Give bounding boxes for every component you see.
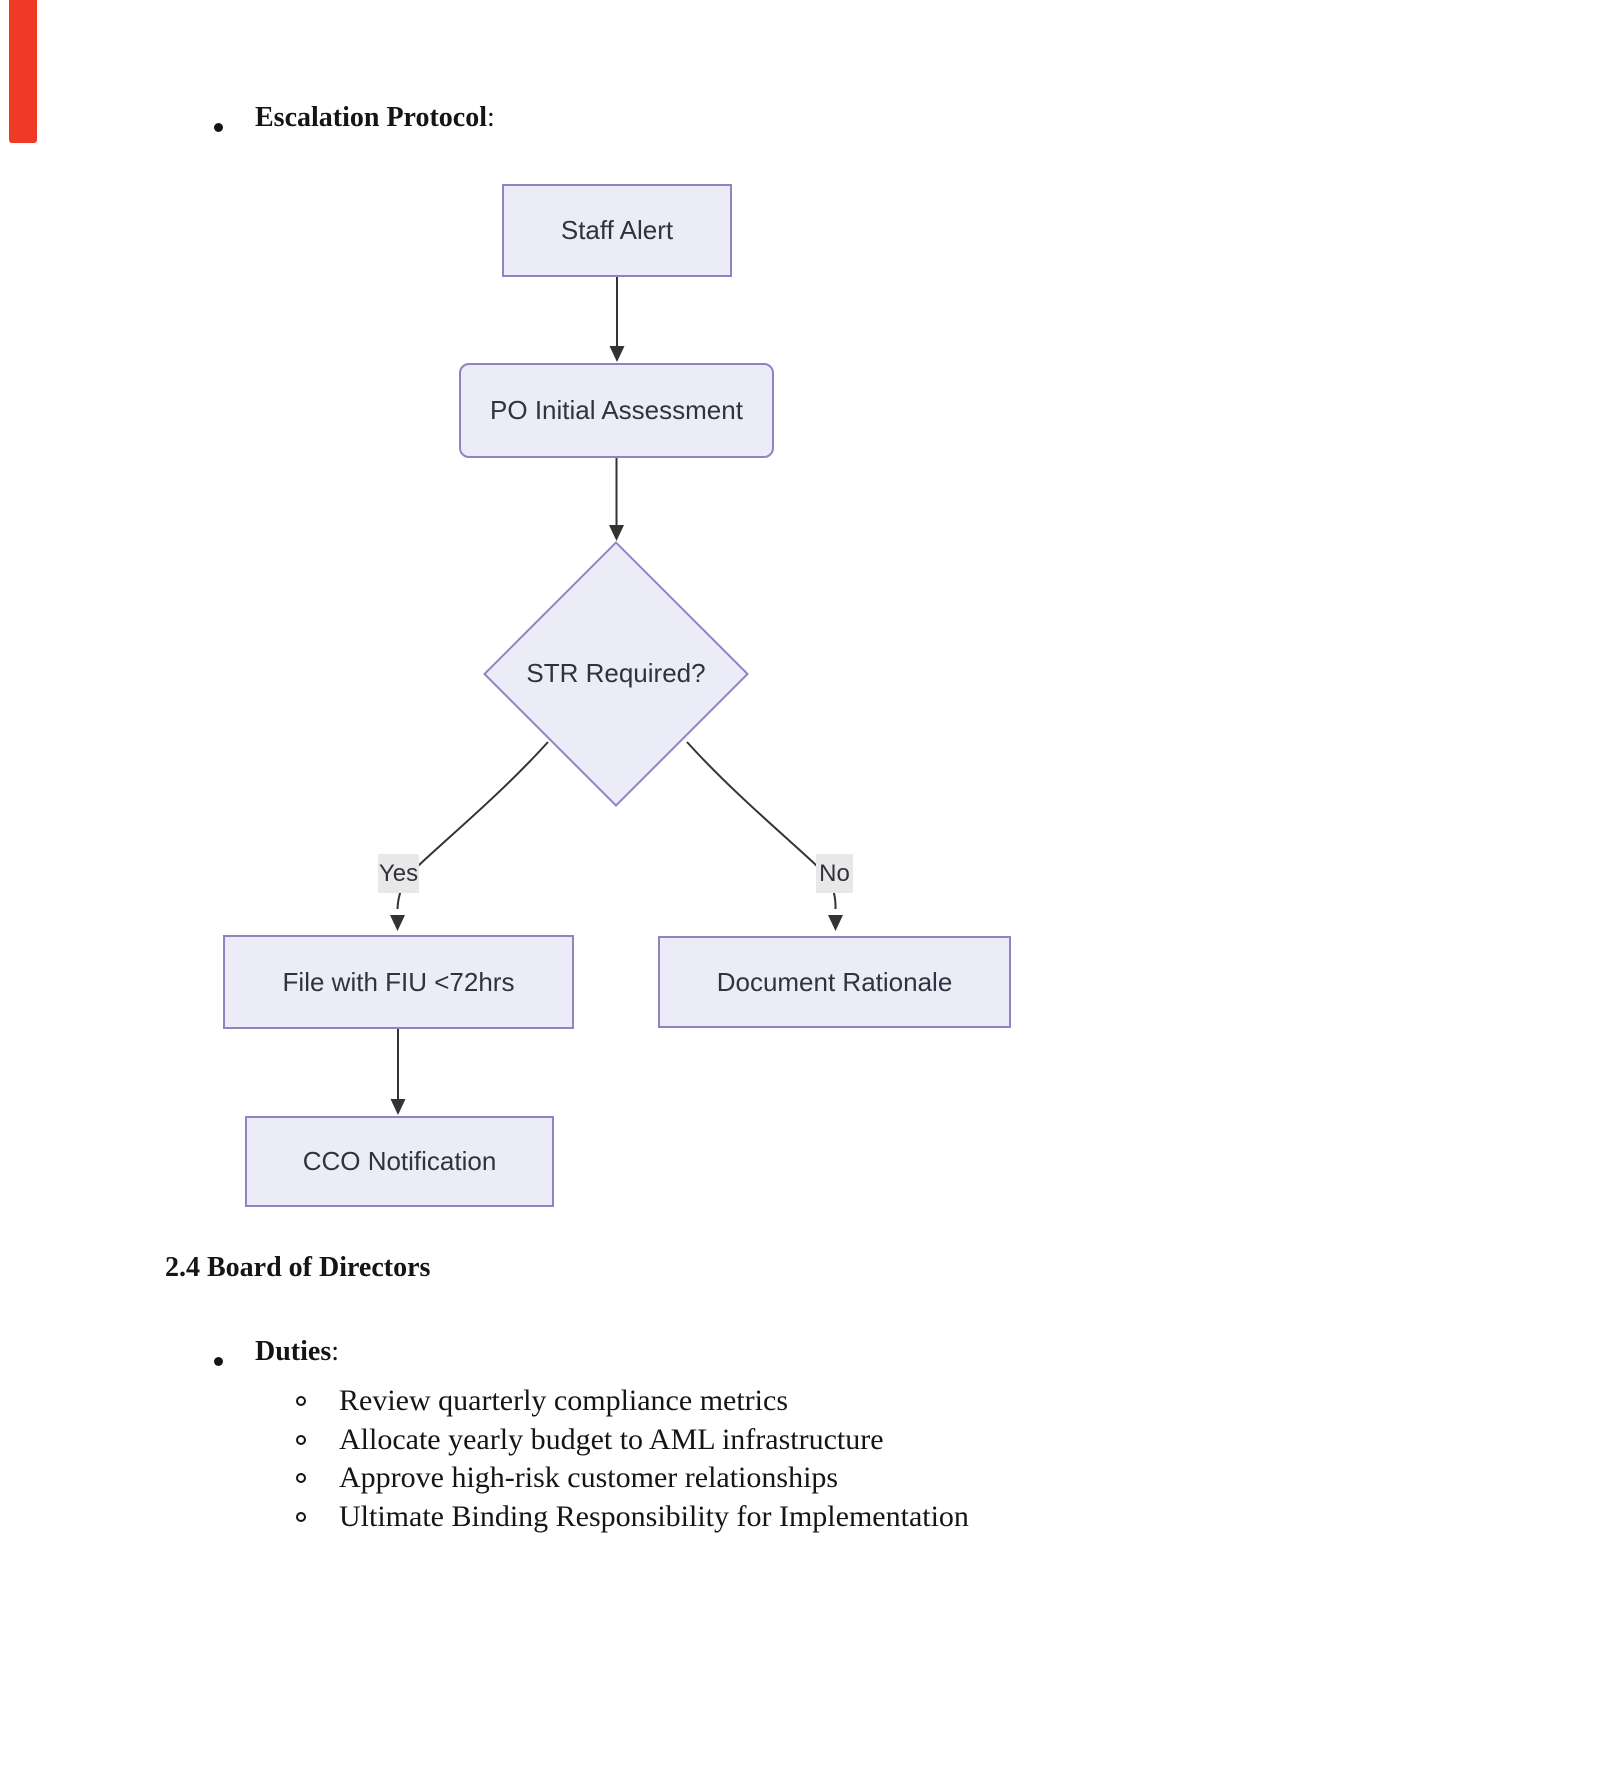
circle-bullet-icon bbox=[296, 1473, 306, 1484]
escalation-protocol-label: Escalation Protocol bbox=[255, 102, 488, 133]
node-label: File with FIU <72hrs bbox=[282, 966, 515, 997]
node-document-rationale: Document Rationale bbox=[658, 936, 1011, 1028]
arrowhead-file-to-cco bbox=[390, 1099, 406, 1115]
list-item: Allocate yearly budget to AML infrastruc… bbox=[296, 1421, 969, 1460]
escalation-protocol-line: Escalation Protocol: bbox=[255, 102, 495, 134]
node-file-with-fiu: File with FIU <72hrs bbox=[223, 935, 574, 1029]
circle-bullet-icon bbox=[296, 1434, 306, 1445]
node-str-required-decision: STR Required? bbox=[476, 658, 756, 689]
list-item-text: Review quarterly compliance metrics bbox=[339, 1384, 788, 1418]
duties-list: Review quarterly compliance metrics Allo… bbox=[296, 1382, 969, 1536]
list-item: Approve high-risk customer relationships bbox=[296, 1459, 969, 1498]
list-item-text: Ultimate Binding Responsibility for Impl… bbox=[339, 1499, 969, 1533]
edge-decision-yes bbox=[396, 741, 549, 910]
circle-bullet-icon bbox=[296, 1396, 306, 1407]
edge-label-text: Yes bbox=[378, 859, 419, 887]
colon-text: : bbox=[487, 102, 495, 133]
edge-decision-no bbox=[686, 741, 837, 910]
list-item: Review quarterly compliance metrics bbox=[296, 1382, 969, 1421]
node-label: Staff Alert bbox=[560, 215, 674, 245]
section-heading: 2.4 Board of Directors bbox=[165, 1252, 431, 1283]
circle-bullet-icon bbox=[296, 1511, 306, 1522]
arrowhead-po-to-decision bbox=[609, 525, 624, 541]
arrowhead-staff-to-po bbox=[609, 346, 625, 362]
edge-label-no: No bbox=[816, 854, 853, 893]
node-cco-notification: CCO Notification bbox=[245, 1116, 554, 1207]
node-po-initial-assessment: PO Initial Assessment bbox=[459, 363, 774, 458]
node-label: Document Rationale bbox=[716, 966, 953, 997]
node-label: CCO Notification bbox=[302, 1146, 497, 1176]
colon-text: : bbox=[331, 1336, 340, 1367]
red-bookmark-marker bbox=[9, 0, 37, 143]
bullet-icon bbox=[214, 123, 223, 132]
list-item-text: Approve high-risk customer relationships bbox=[339, 1461, 839, 1495]
bullet-icon bbox=[214, 1357, 223, 1366]
node-staff-alert: Staff Alert bbox=[502, 184, 732, 277]
list-item-text: Allocate yearly budget to AML infrastruc… bbox=[339, 1422, 884, 1456]
arrowhead-no bbox=[828, 915, 843, 931]
list-item: Ultimate Binding Responsibility for Impl… bbox=[296, 1498, 969, 1537]
arrowhead-yes bbox=[390, 915, 405, 931]
node-label: PO Initial Assessment bbox=[490, 395, 743, 425]
duties-label: Duties bbox=[255, 1336, 332, 1367]
node-label: STR Required? bbox=[526, 658, 706, 688]
duties-line: Duties: bbox=[255, 1336, 339, 1368]
edge-label-text: No bbox=[819, 859, 850, 887]
edge-label-yes: Yes bbox=[378, 854, 419, 893]
